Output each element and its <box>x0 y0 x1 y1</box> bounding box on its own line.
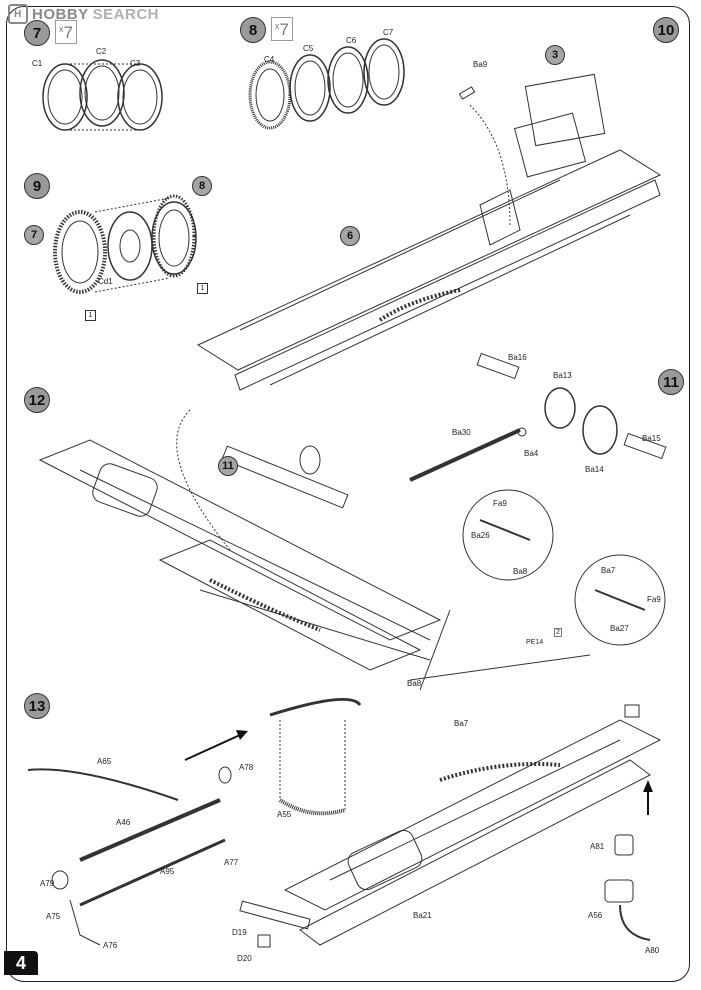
part-label: A75 <box>46 912 61 921</box>
part-label: C5 <box>303 44 314 53</box>
photo-etch-callout: PE14 2 <box>526 628 568 650</box>
part-label: C4 <box>264 55 275 64</box>
step-11-badge: 11 <box>658 369 684 395</box>
part-label: Ba8 <box>407 679 422 688</box>
step-7-multiplier-value: 7 <box>63 23 73 42</box>
part-label: C1 <box>32 59 43 68</box>
step8-rings <box>248 38 405 130</box>
part-label: C7 <box>383 28 394 37</box>
part-label: A76 <box>103 941 118 950</box>
arrow-icon <box>236 730 248 740</box>
step-8-multiplier-prefix: x <box>275 21 280 31</box>
part-label: Ba14 <box>585 465 604 474</box>
part-label: A56 <box>588 911 603 920</box>
step-9-badge: 9 <box>24 173 50 199</box>
watermark-suffix: SEARCH <box>92 5 160 23</box>
part-label: Ba15 <box>642 434 661 443</box>
step13-small-parts <box>239 834 651 948</box>
step-7-badge: 7 <box>24 20 50 46</box>
part-label: A79 <box>40 879 55 888</box>
step-12-badge: 12 <box>24 387 50 413</box>
detail-callouts <box>462 489 666 646</box>
part-label: C6 <box>346 36 357 45</box>
step-10-badge: 10 <box>653 17 679 43</box>
part-label: A77 <box>224 858 239 867</box>
part-label: C2 <box>96 47 107 56</box>
part-label: D20 <box>237 954 252 963</box>
step-13-badge: 13 <box>24 693 50 719</box>
step11-axle <box>409 352 667 482</box>
step-ref-badge: 6 <box>340 226 360 246</box>
step-ref-badge: 8 <box>192 176 212 196</box>
part-label: Ba21 <box>413 911 432 920</box>
part-label: Ba7 <box>454 719 469 728</box>
part-label: Ba26 <box>471 531 490 540</box>
step-8-multiplier-value: 7 <box>279 20 289 39</box>
step12-chassis-frame <box>38 409 442 671</box>
part-label: Ba13 <box>553 371 572 380</box>
watermark-logo-icon: H <box>8 4 28 24</box>
step-ref-badge: 11 <box>218 456 238 476</box>
watermark: H HOBBY SEARCH <box>8 4 159 24</box>
part-label: Fa9 <box>493 499 507 508</box>
part-label: Ba4 <box>524 449 539 458</box>
photo-etch-part: PE14 <box>526 639 544 646</box>
step7-rings <box>42 59 163 131</box>
step-ref-badge: 3 <box>545 45 565 65</box>
part-label: A80 <box>645 946 660 955</box>
part-label: A65 <box>97 757 112 766</box>
step13-leaf-spring <box>269 697 362 816</box>
part-label: Ba8 <box>513 567 528 576</box>
sprue-box: 1 <box>197 283 208 294</box>
step9-wheel <box>53 194 197 294</box>
part-label: A95 <box>160 867 175 876</box>
arrow-up-icon <box>643 780 653 792</box>
part-label: A46 <box>116 818 131 827</box>
part-label: Ba9 <box>473 60 488 69</box>
step10-chassis-frame <box>196 73 662 391</box>
photo-etch-qty: 2 <box>554 628 562 637</box>
page-number: 4 <box>4 951 38 975</box>
part-label: Ba27 <box>610 624 629 633</box>
step13-chassis <box>283 609 662 946</box>
sprue-box: 1 <box>85 310 96 321</box>
step13-steering-links <box>27 766 232 946</box>
watermark-brand: HOBBY <box>32 5 89 23</box>
part-label: Fa9 <box>647 595 661 604</box>
step-7-multiplier-prefix: x <box>59 24 64 34</box>
page-frame <box>6 6 690 982</box>
part-label: A55 <box>277 810 292 819</box>
part-label: Ba30 <box>452 428 471 437</box>
part-label: A78 <box>239 763 254 772</box>
part-label: Ba16 <box>508 353 527 362</box>
step-8-badge: 8 <box>240 17 266 43</box>
part-label: D19 <box>232 928 247 937</box>
step-ref-badge: 7 <box>24 225 44 245</box>
part-label: A81 <box>590 842 605 851</box>
part-label: Ba7 <box>601 566 616 575</box>
part-label: C3 <box>130 59 141 68</box>
part-label: Cd1 <box>98 277 113 286</box>
